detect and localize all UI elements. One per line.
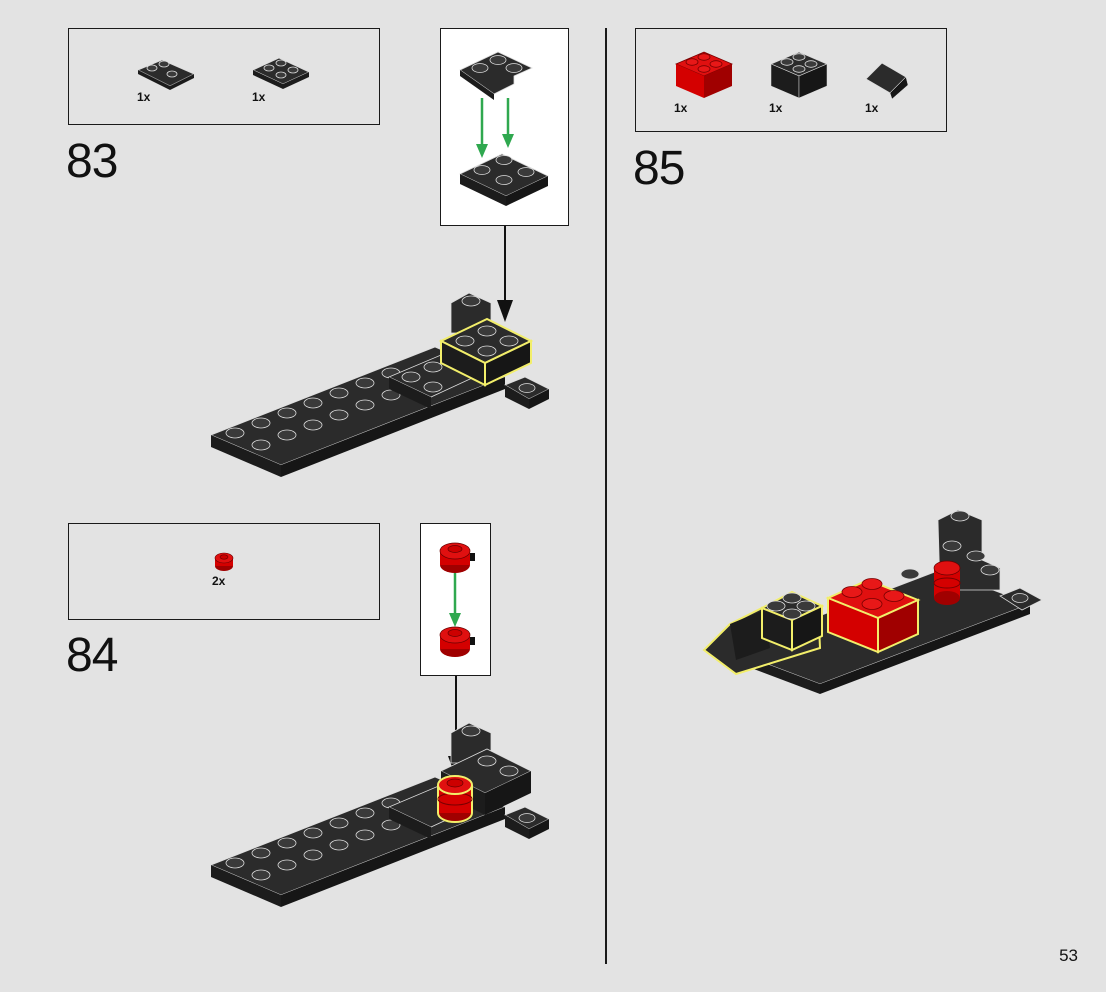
step-83-part-1-qty: 1x bbox=[137, 90, 151, 104]
step-84-number: 84 bbox=[66, 629, 118, 682]
step-85-part-2-qty: 1x bbox=[769, 101, 783, 115]
step-85-part-1-qty: 1x bbox=[674, 101, 688, 115]
step-84-subassembly-illustration bbox=[439, 542, 475, 657]
step-83-parts-box bbox=[68, 28, 380, 125]
part-brick-2x2-red-icon bbox=[674, 51, 734, 98]
part-brick-2x2-black-icon bbox=[769, 51, 829, 99]
part-slope-black-icon bbox=[865, 62, 909, 100]
step-83-part-2-qty: 1x bbox=[252, 90, 266, 104]
step-83-number: 83 bbox=[66, 135, 118, 188]
step-83-model-illustration bbox=[209, 292, 550, 477]
column-divider bbox=[605, 28, 607, 964]
page-number: 53 bbox=[1059, 946, 1078, 965]
step-83-placement-arrow bbox=[497, 226, 513, 322]
step-84-model-illustration bbox=[209, 722, 550, 907]
step-85-number: 85 bbox=[633, 142, 685, 195]
part-plate-2x2-icon bbox=[252, 57, 310, 89]
step-85-part-3-qty: 1x bbox=[865, 101, 879, 115]
step-84-parts-box bbox=[68, 523, 380, 620]
part-round-brick-1x1-icon bbox=[214, 552, 234, 571]
part-corner-plate-icon bbox=[137, 59, 195, 90]
step-85-model-illustration bbox=[702, 509, 1043, 694]
step-84-part-1-qty: 2x bbox=[212, 574, 226, 588]
step-83-subassembly-illustration bbox=[459, 51, 549, 206]
step-85-parts-box bbox=[635, 28, 947, 132]
